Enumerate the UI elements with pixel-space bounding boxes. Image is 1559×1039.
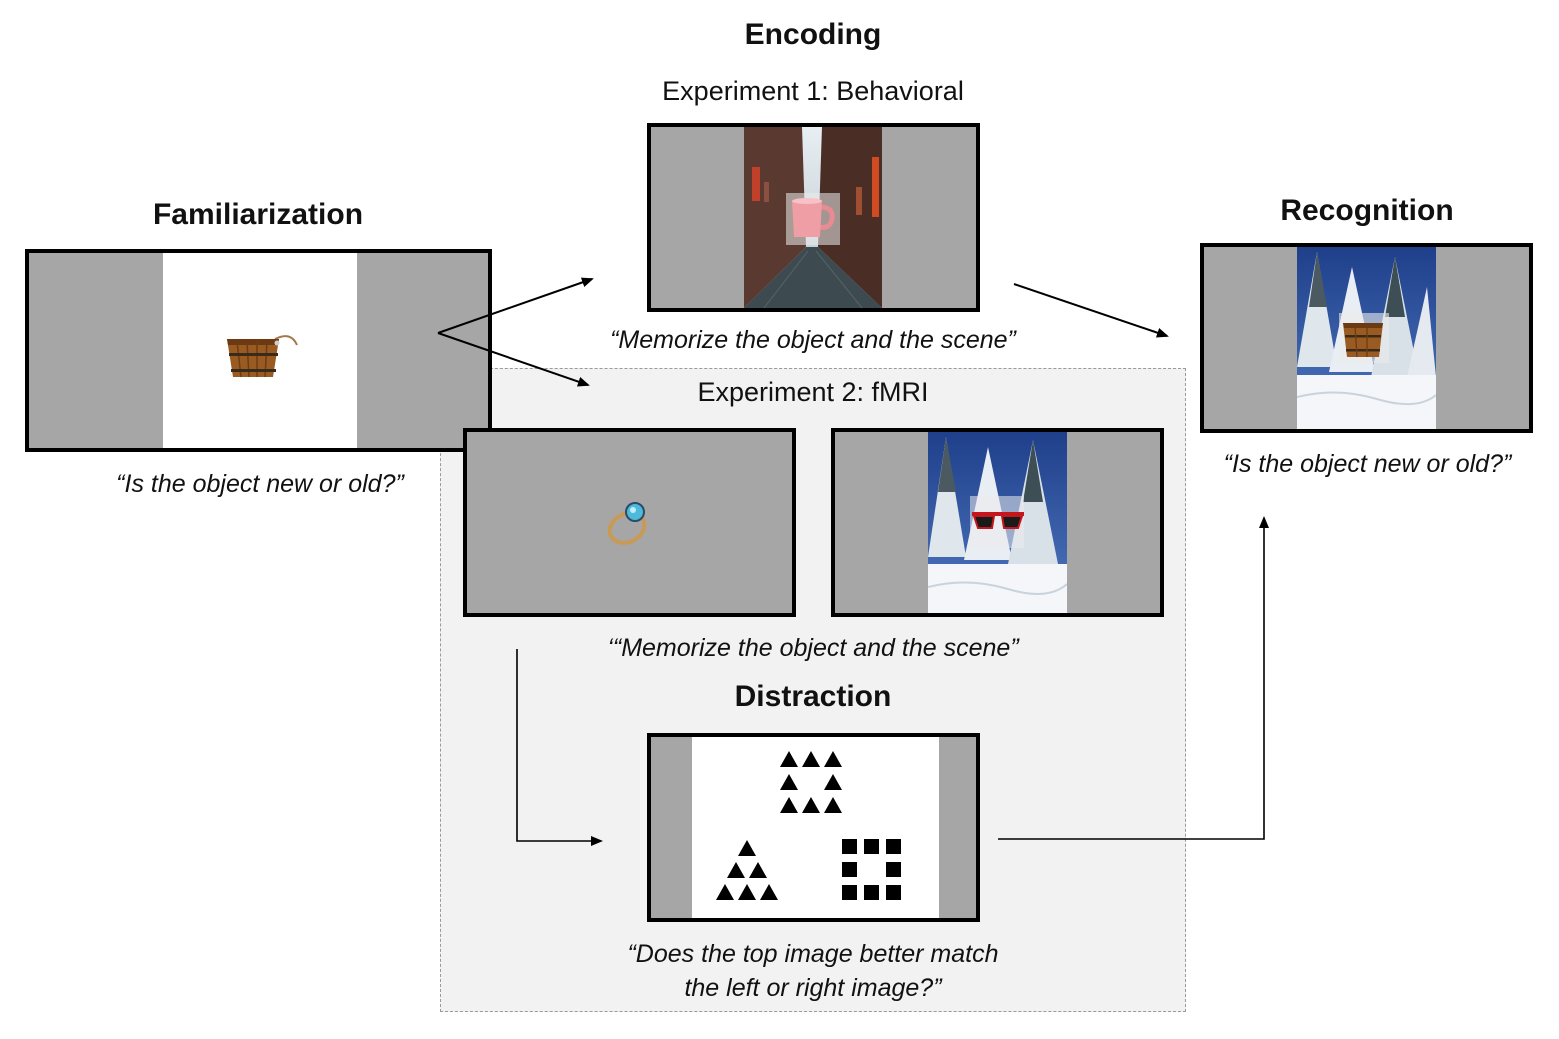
mug-icon <box>792 198 835 237</box>
recognition-caption: “Is the object new or old?” <box>1223 450 1512 478</box>
encoding-exp1-caption: “Memorize the object and the scene” <box>610 326 1016 354</box>
top-triangle-square-pattern <box>780 751 842 813</box>
experiment1-label: Experiment 1: Behavioral <box>662 76 964 106</box>
distraction-caption-line1: “Does the top image better match <box>627 940 999 968</box>
distraction-caption-line2: the left or right image?” <box>684 974 942 1002</box>
right-square-pattern <box>842 839 901 900</box>
recognition-screen <box>1200 243 1533 433</box>
encoding-title: Encoding <box>744 18 882 51</box>
distraction-screen <box>647 733 980 922</box>
white-panel <box>163 253 357 448</box>
arrow-fam-to-exp2 <box>437 332 590 387</box>
ring-icon <box>607 502 647 545</box>
snowy-forest-scene <box>1297 247 1436 429</box>
snowy-forest-image <box>928 432 1067 613</box>
familiarization-title: Familiarization <box>152 198 364 231</box>
encoding-exp2-caption: ‘“Memorize the object and the scene” <box>607 634 1019 662</box>
familiarization-screen <box>25 249 492 452</box>
arrow-exp1-to-recognition <box>1013 283 1169 338</box>
alley-scene <box>744 127 882 308</box>
encoding-exp1-screen <box>647 123 980 312</box>
distraction-title: Distraction <box>734 680 892 713</box>
fmri-sunglasses-screen <box>831 428 1164 617</box>
bucket-icon <box>1343 323 1383 358</box>
fmri-ring-screen <box>463 428 796 617</box>
distraction-shapes <box>716 751 901 900</box>
recognition-title: Recognition <box>1280 194 1454 227</box>
familiarization-caption: “Is the object new or old?” <box>116 470 404 498</box>
snowy-forest-scene <box>928 432 1067 613</box>
bucket-icon <box>227 335 298 378</box>
arrow-fam-to-exp1 <box>437 277 594 334</box>
experiment2-label: Experiment 2: fMRI <box>697 377 929 407</box>
arrow-distraction-to-recognition <box>998 516 1269 840</box>
distraction-white-panel <box>692 737 939 918</box>
sunglasses-icon <box>972 512 1024 529</box>
arrow-exp2-to-distraction <box>516 649 603 846</box>
left-triangle-pyramid <box>716 840 778 900</box>
